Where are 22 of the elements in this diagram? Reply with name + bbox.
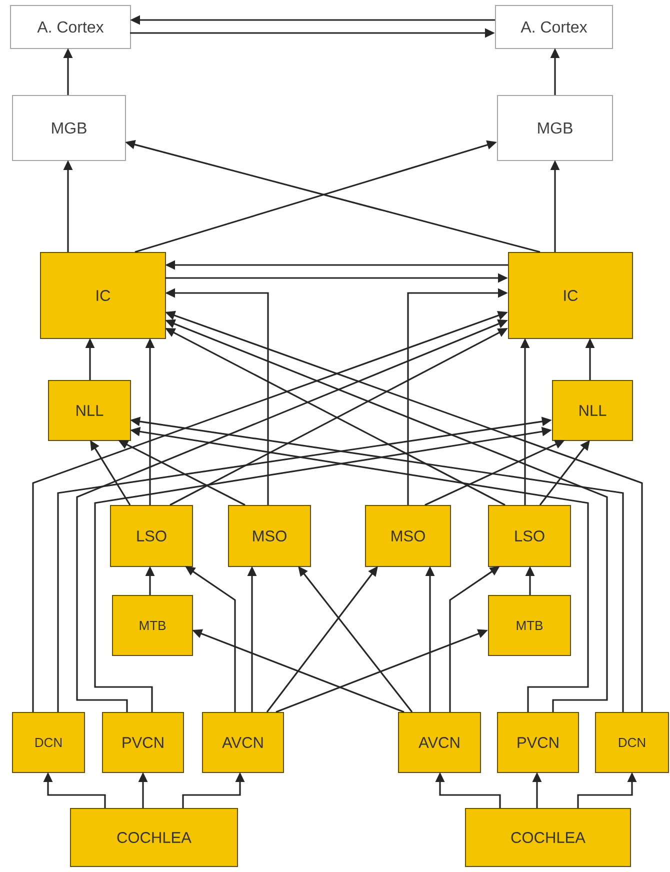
- region-box: LSO: [110, 505, 193, 567]
- region-box: PVCN: [102, 712, 184, 773]
- region-box: A. Cortex: [10, 5, 131, 49]
- region-box: PVCN: [497, 712, 579, 773]
- region-box: COCHLEA: [465, 808, 631, 867]
- region-box: COCHLEA: [70, 808, 238, 867]
- region-box: IC: [40, 252, 166, 339]
- region-box: NLL: [552, 380, 633, 441]
- region-box: IC: [508, 252, 633, 339]
- region-box: MSO: [228, 505, 311, 567]
- region-box: AVCN: [202, 712, 284, 773]
- region-box: MGB: [12, 95, 126, 161]
- region-box: DCN: [595, 712, 669, 773]
- region-box: MTB: [488, 595, 571, 656]
- region-box: DCN: [12, 712, 85, 773]
- region-box: NLL: [48, 380, 131, 441]
- region-box: MTB: [112, 595, 193, 656]
- region-box: A. Cortex: [495, 5, 613, 49]
- region-box: MSO: [365, 505, 451, 567]
- region-box: AVCN: [398, 712, 481, 773]
- region-box: MGB: [497, 95, 613, 161]
- region-box: LSO: [488, 505, 571, 567]
